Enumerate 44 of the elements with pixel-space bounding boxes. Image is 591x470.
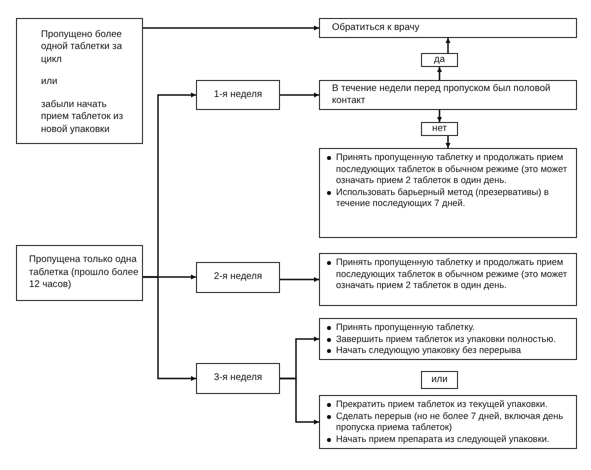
instruction-box xyxy=(319,318,577,360)
step-box xyxy=(196,262,280,293)
node-text: Пропущено более одной таблетки за цикл xyxy=(41,29,124,66)
instruction-box xyxy=(319,395,577,449)
bullet-item: Прекратить прием таблеток из текущей упаковки. xyxy=(326,399,570,410)
arrow xyxy=(280,378,319,424)
node-text: забыли начать прием таблеток из новой упаковки xyxy=(41,98,124,136)
arrow xyxy=(143,276,196,381)
bullet-item: Начать следующую упаковку без перерыва xyxy=(326,345,570,356)
bullet-item: Сделать перерыв (но не более 7 дней, включая день пропуска приема таблеток) xyxy=(326,410,570,434)
bullet-item: Завершить прием таблеток из упаковки полностью. xyxy=(326,334,570,345)
condition-box xyxy=(16,18,143,144)
arrow xyxy=(437,110,442,122)
step-box xyxy=(421,371,458,389)
node-text: 2-я неделя xyxy=(214,271,262,284)
arrow xyxy=(143,26,319,30)
arrow xyxy=(446,38,450,53)
bullet-item: Принять пропущенную таблетку и продолжать прием последующих таблеток в обычном режиме (это может означать прием 2 таблеток в один день. xyxy=(326,152,570,186)
bullet-item: Принять пропущенную таблетку и продолжать прием последующих таблеток в обычном режиме (это может означать прием 2 таблеток в один день. xyxy=(326,257,570,292)
bullet-item: Принять пропущенную таблетку. xyxy=(326,322,570,334)
node-text: Обратиться к врачу xyxy=(332,22,420,34)
step-box xyxy=(196,80,280,110)
node-text: 3-я неделя xyxy=(214,372,262,385)
arrow xyxy=(280,92,319,98)
node-text: или xyxy=(41,76,58,89)
node-text: или xyxy=(431,374,448,386)
bullet-item: Начать прием препарата из следующей упаковки. xyxy=(326,434,570,445)
process-box xyxy=(319,80,577,110)
arrow xyxy=(280,277,319,282)
node-text: Пропущена только одна таблетка (прошло более 12 часов) xyxy=(29,254,140,292)
step-box xyxy=(196,363,280,394)
instruction-box xyxy=(319,253,577,306)
step-box xyxy=(421,53,458,67)
process-box xyxy=(16,245,143,301)
arrow xyxy=(446,136,450,148)
node-text: В течение недели перед пропуском был половой контакт xyxy=(332,82,552,108)
step-box xyxy=(421,122,458,136)
process-box xyxy=(319,18,577,38)
instruction-box xyxy=(319,148,577,238)
node-text: 1-я неделя xyxy=(214,88,262,102)
node-text: да xyxy=(434,54,445,66)
bullet-item: Использовать барьерный метод (презервативы) в течение последующих 7 дней. xyxy=(326,186,570,210)
arrow xyxy=(437,67,442,80)
node-text: нет xyxy=(432,122,447,136)
